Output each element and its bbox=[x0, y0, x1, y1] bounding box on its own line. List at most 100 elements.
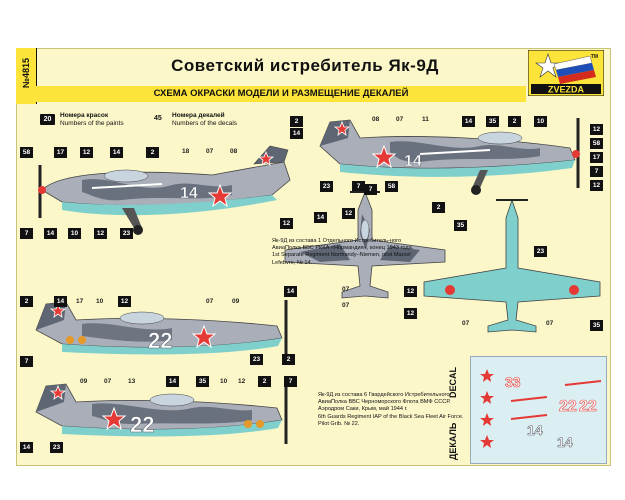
plane3-side-view: 22 bbox=[35, 382, 288, 444]
plane2-paint-5: 12 bbox=[118, 296, 131, 307]
plane-right-paint-6: 10 bbox=[534, 116, 547, 127]
plane1-paint-7: 14 bbox=[44, 228, 57, 239]
plane3-paint-4: 12 bbox=[238, 378, 246, 385]
decal-chip: 45 bbox=[154, 115, 162, 122]
decal-legend: Номера декалей Numbers of the decals bbox=[172, 112, 252, 128]
subtitle-bar bbox=[36, 86, 526, 102]
plane3-tail-digits: 22 bbox=[130, 412, 154, 437]
scheme2-caption: Як-9Д из состава 6 Гвардейского Истребит… bbox=[318, 392, 468, 428]
plane-right-paint-8: 58 bbox=[590, 138, 603, 149]
plane1-paint-3: 12 bbox=[80, 147, 93, 158]
top-view-callout-2: 2 bbox=[432, 202, 445, 213]
plane-right-paint-5: 2 bbox=[508, 116, 521, 127]
top-view-callout-6: 35 bbox=[454, 220, 467, 231]
plane-right-paint-14: 12 bbox=[590, 180, 603, 191]
brand-name: ZVEZDA bbox=[548, 85, 585, 95]
plane-right-paint-11: 23 bbox=[320, 181, 333, 192]
paint-chip: 20 bbox=[40, 114, 55, 125]
paint-legend-en: Numbers of the paints bbox=[60, 120, 124, 127]
plane1-paint-5: 2 bbox=[146, 147, 159, 158]
top-view-callout-5: 12 bbox=[280, 218, 293, 229]
plane-right-paint-12: 7 bbox=[352, 181, 365, 192]
plane3-paint-5: 2 bbox=[258, 376, 271, 387]
decal-sheet: 33 22 22 14 14 bbox=[470, 356, 607, 464]
plane1-decal-c: 08 bbox=[230, 148, 238, 155]
top-view-decal-a: 07 bbox=[342, 286, 350, 293]
bottom-view-decal-a: 07 bbox=[462, 320, 470, 327]
plane1-decal-a: 18 bbox=[182, 148, 190, 155]
top-view-callout-3: 14 bbox=[314, 212, 327, 223]
plane3-paint-1: 14 bbox=[166, 376, 179, 387]
trademark: TM bbox=[591, 54, 598, 60]
scheme2-caption-ru: Як-9Д из состава 6 Гвардейского Истребит… bbox=[318, 392, 451, 413]
decal-number-2: 22 bbox=[559, 398, 577, 415]
bottom-view-decal-b: 07 bbox=[546, 320, 554, 327]
plane1-side-view: 14 bbox=[38, 145, 291, 235]
decal-label-ru: ДЕКАЛЬ bbox=[448, 422, 458, 460]
plane-right-paint-13: 58 bbox=[385, 181, 398, 192]
plane2-paint-4: 10 bbox=[96, 298, 104, 305]
plane-right-paint-3: 14 bbox=[462, 116, 475, 127]
bottom-view-callout-1: 23 bbox=[534, 246, 547, 257]
scheme1-caption: Як-9Д из состава 1 Отдельного Истребител… bbox=[272, 238, 422, 267]
decal-legend-en: Numbers of the decals bbox=[172, 120, 238, 127]
bottom-view-callout-3: 35 bbox=[590, 320, 603, 331]
plane1-paint-1: 58 bbox=[20, 147, 33, 158]
plane-right-tail-digits: 14 bbox=[404, 153, 422, 170]
decal-legend-ru: Номера декалей bbox=[172, 112, 225, 119]
plane-right-side-view: 14 bbox=[319, 118, 580, 195]
plane2-decal-a: 07 bbox=[206, 298, 214, 305]
plane-right-paint-2: 14 bbox=[290, 128, 303, 139]
kit-number-tab: №4815 bbox=[16, 48, 37, 104]
plane1-paint-4: 14 bbox=[110, 147, 123, 158]
top-view-callout-1: 7 bbox=[364, 184, 377, 195]
plane3-paint-6: 7 bbox=[284, 376, 297, 387]
paint-legend: Номера красок Numbers of the paints bbox=[60, 112, 140, 128]
plane-right-paint-4: 35 bbox=[486, 116, 499, 127]
bottom-view bbox=[423, 198, 601, 333]
page-title: Советский истребитель Як-9Д bbox=[171, 56, 439, 75]
plane2-paint-1: 2 bbox=[20, 296, 33, 307]
plane2-paint-3: 17 bbox=[76, 298, 84, 305]
decal-number-4: 14 bbox=[527, 422, 543, 438]
plane-right-paint-9: 17 bbox=[590, 152, 603, 163]
plane-right-paint-1: 2 bbox=[290, 116, 303, 127]
plane1-paint-2: 17 bbox=[54, 147, 67, 158]
scheme2-caption-en: 6th Guards Regiment IAP of the Black Sea… bbox=[318, 413, 464, 427]
decal-number-1: 33 bbox=[505, 374, 521, 390]
zvezda-logo: ZVEZDA TM bbox=[527, 49, 605, 97]
decal-number-5: 14 bbox=[557, 434, 573, 450]
kit-number: №4815 bbox=[21, 57, 31, 89]
scheme1-caption-en: 1st Separate Regiment Normandy–Niemen, p… bbox=[272, 252, 411, 266]
decal-label-en: DECAL bbox=[448, 367, 458, 398]
plane1-decal-b: 07 bbox=[206, 148, 214, 155]
plane3-decal-c: 13 bbox=[128, 378, 136, 385]
plane-right-decal-a: 08 bbox=[372, 116, 380, 123]
plane2-paint-6: 7 bbox=[20, 356, 33, 367]
plane1-paint-6: 7 bbox=[20, 228, 33, 239]
page-subtitle: СХЕМА ОКРАСКИ МОДЕЛИ И РАЗМЕЩЕНИЕ ДЕКАЛЕ… bbox=[153, 88, 409, 99]
plane-right-paint-10: 7 bbox=[590, 166, 603, 177]
top-view-decal-b: 07 bbox=[342, 302, 350, 309]
plane3-paint-2: 35 bbox=[196, 376, 209, 387]
plane2-paint-8: 23 bbox=[250, 354, 263, 365]
plane-right-decal-b: 07 bbox=[396, 116, 404, 123]
plane1-tail-digits: 14 bbox=[180, 185, 198, 202]
paint-legend-ru: Номера красок bbox=[60, 112, 109, 119]
plane2-side-view: 22 bbox=[35, 300, 288, 362]
plane1-paint-8: 10 bbox=[68, 228, 81, 239]
plane3-paint-3: 10 bbox=[220, 378, 228, 385]
bottom-view-callout-2: 12 bbox=[404, 286, 417, 297]
plane3-decal-a: 09 bbox=[80, 378, 88, 385]
decal-number-3: 22 bbox=[579, 398, 597, 415]
plane1-paint-9: 12 bbox=[94, 228, 107, 239]
plane1-paint-10: 23 bbox=[120, 228, 133, 239]
plane2-tail-digits: 22 bbox=[148, 328, 172, 353]
plane2-decal-b: 09 bbox=[232, 298, 240, 305]
plane3-paint-8: 23 bbox=[50, 442, 63, 453]
plane-right-paint-7: 12 bbox=[590, 124, 603, 135]
scheme1-caption-ru: Як-9Д из состава 1 Отдельного Истребител… bbox=[272, 238, 414, 252]
top-view-callout-4: 12 bbox=[342, 208, 355, 219]
plane2-paint-2: 14 bbox=[54, 296, 67, 307]
plane3-decal-b: 07 bbox=[104, 378, 112, 385]
